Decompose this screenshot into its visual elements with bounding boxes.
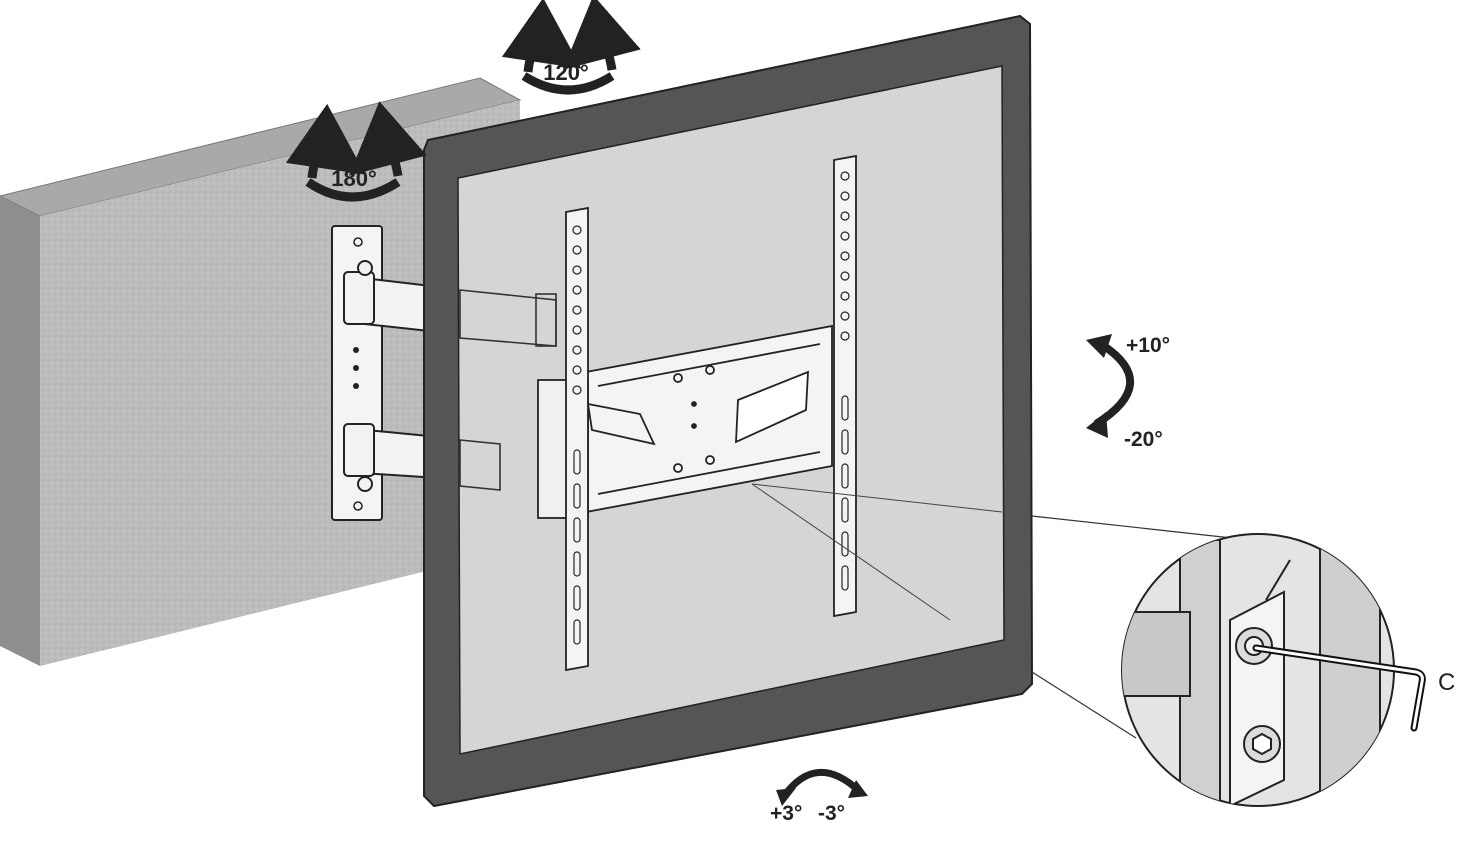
tilt-down-label: -20° xyxy=(1124,428,1163,451)
detail-callout xyxy=(1121,533,1426,807)
rotate-arrows-icon xyxy=(501,0,641,95)
tool-c-label: C xyxy=(1438,669,1455,696)
rotate-plus-label: +3° xyxy=(770,802,802,825)
arms-behind-screen xyxy=(459,289,557,491)
rotate-minus-label: -3° xyxy=(818,802,845,825)
hex-key-icon xyxy=(1252,644,1426,732)
rotate-arrows-icon xyxy=(776,769,868,806)
perspective-lines xyxy=(751,483,1003,621)
rotate-arrows-icon xyxy=(285,101,427,202)
swivel-tv-label: 120° xyxy=(543,60,589,85)
tilt-arrow-icon xyxy=(1086,334,1134,438)
tv-bracket-rail-right xyxy=(833,154,857,618)
wall-face xyxy=(40,100,520,666)
tv-bracket-rail-left xyxy=(565,206,589,672)
tilt-up-label: +10° xyxy=(1126,334,1170,357)
wall-side xyxy=(0,196,40,666)
detail-leader-lines xyxy=(1031,515,1251,739)
swivel-wall-label: 180° xyxy=(331,166,377,191)
